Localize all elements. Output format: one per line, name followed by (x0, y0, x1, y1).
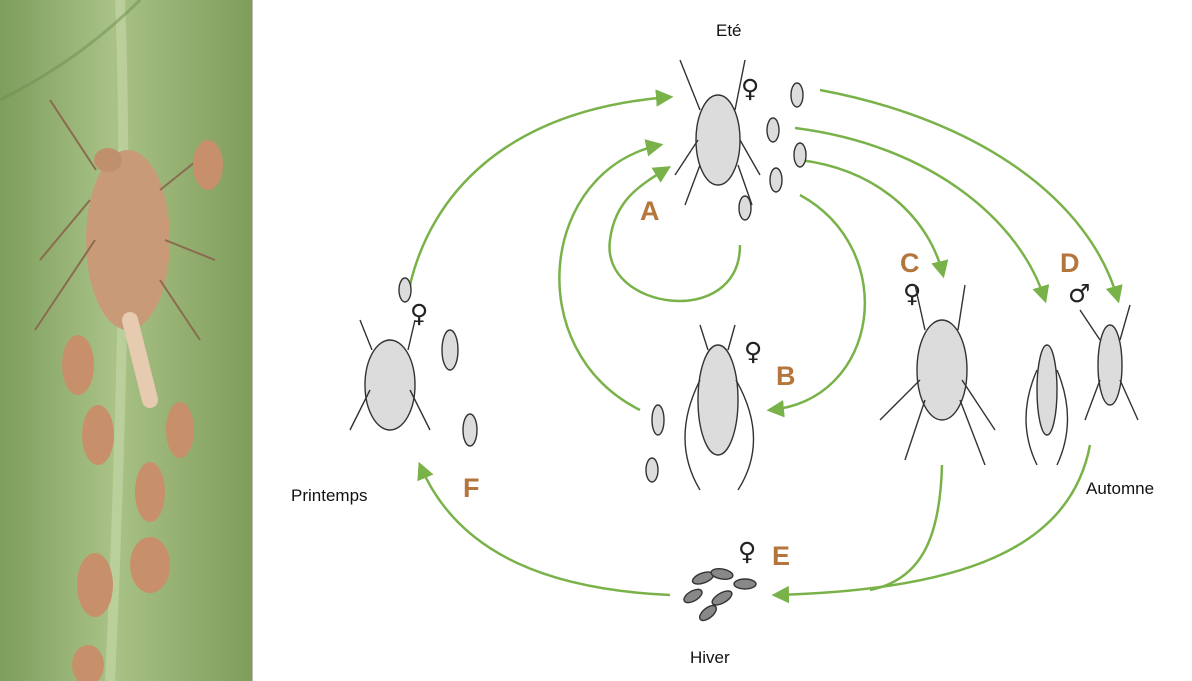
sexual-female-aphid-icon (880, 285, 995, 465)
female-symbol-summer: ♀ (741, 74, 759, 103)
stage-label-b: B (776, 361, 796, 391)
winged-female-aphid-icon (646, 325, 754, 490)
arrow-a-loop (609, 168, 740, 301)
stage-label-a: A (640, 196, 660, 226)
season-summer: Eté (716, 21, 742, 40)
stage-label-d: D (1060, 248, 1080, 278)
season-autumn: Automne (1086, 479, 1154, 498)
female-symbol-b: ♀ (744, 337, 762, 366)
winged-male-aphid-icon (1026, 345, 1068, 465)
arrow-summer-to-autumn-female (795, 128, 1045, 300)
life-cycle-diagram: Eté Printemps Automne Hiver A B C D E F … (258, 0, 1192, 681)
arrow-autumn-to-winter (775, 445, 1090, 595)
arrow-c-to-winter (870, 465, 942, 590)
female-symbol-spring: ♀ (410, 299, 428, 328)
female-symbol-winter: ♀ (738, 537, 756, 566)
stage-label-e: E (772, 541, 790, 571)
arrow-summer-to-c (800, 160, 943, 275)
summer-nymphs-icon (739, 83, 806, 220)
wingless-male-aphid-icon (1080, 305, 1138, 420)
stage-label-f: F (463, 473, 480, 503)
aphid-colony-photo (0, 0, 252, 681)
male-symbol-d: ♂ (1068, 279, 1090, 308)
arrow-winter-to-spring (420, 465, 670, 595)
arrow-b-to-summer (559, 145, 660, 410)
season-winter: Hiver (690, 648, 730, 667)
stage-label-c: C (900, 248, 920, 278)
winter-eggs-icon (682, 567, 756, 623)
cycle-arrows (410, 90, 1118, 595)
arrow-spring-to-summer (410, 97, 670, 285)
season-spring: Printemps (291, 486, 368, 505)
